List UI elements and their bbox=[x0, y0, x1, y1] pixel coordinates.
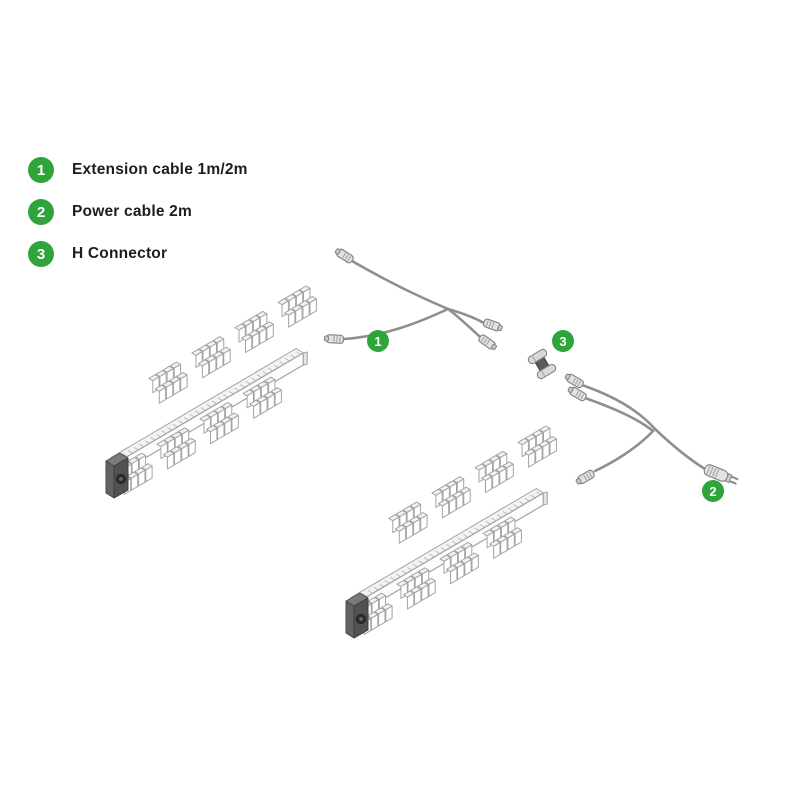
power-cable bbox=[580, 383, 707, 473]
h-connector bbox=[527, 348, 557, 380]
legend: 1 Extension cable 1m/2m 2 Power cable 2m… bbox=[28, 157, 248, 267]
callout-badge-extension-cable: 1 bbox=[367, 330, 389, 352]
extension-cable-connector-right-1 bbox=[482, 318, 503, 332]
power-cable-connector-bottom bbox=[575, 469, 595, 485]
callout-badge-power-cable: 2 bbox=[702, 480, 724, 502]
legend-number-badge-1: 1 bbox=[28, 157, 54, 183]
extension-cable-connector-right-2 bbox=[478, 334, 497, 350]
extension-cable-connector-top bbox=[334, 248, 354, 264]
legend-item-h-connector: 3 H Connector bbox=[28, 241, 248, 267]
led-bar-1 bbox=[105, 285, 317, 499]
extension-cable-connector-left bbox=[323, 334, 345, 344]
callout-badge-h-connector: 3 bbox=[552, 330, 574, 352]
extension-cable bbox=[342, 259, 486, 341]
legend-number-badge-2: 2 bbox=[28, 199, 54, 225]
legend-label-extension-cable: Extension cable 1m/2m bbox=[72, 161, 248, 178]
legend-item-power-cable: 2 Power cable 2m bbox=[28, 199, 248, 225]
legend-label-power-cable: Power cable 2m bbox=[72, 203, 192, 220]
legend-number-badge-3: 3 bbox=[28, 241, 54, 267]
led-bar-2 bbox=[345, 425, 557, 639]
power-cable-connector-top-2 bbox=[567, 386, 587, 402]
power-plug bbox=[703, 464, 739, 485]
power-cable-connector-top-1 bbox=[564, 373, 584, 389]
legend-item-extension-cable: 1 Extension cable 1m/2m bbox=[28, 157, 248, 183]
legend-label-h-connector: H Connector bbox=[72, 245, 168, 262]
